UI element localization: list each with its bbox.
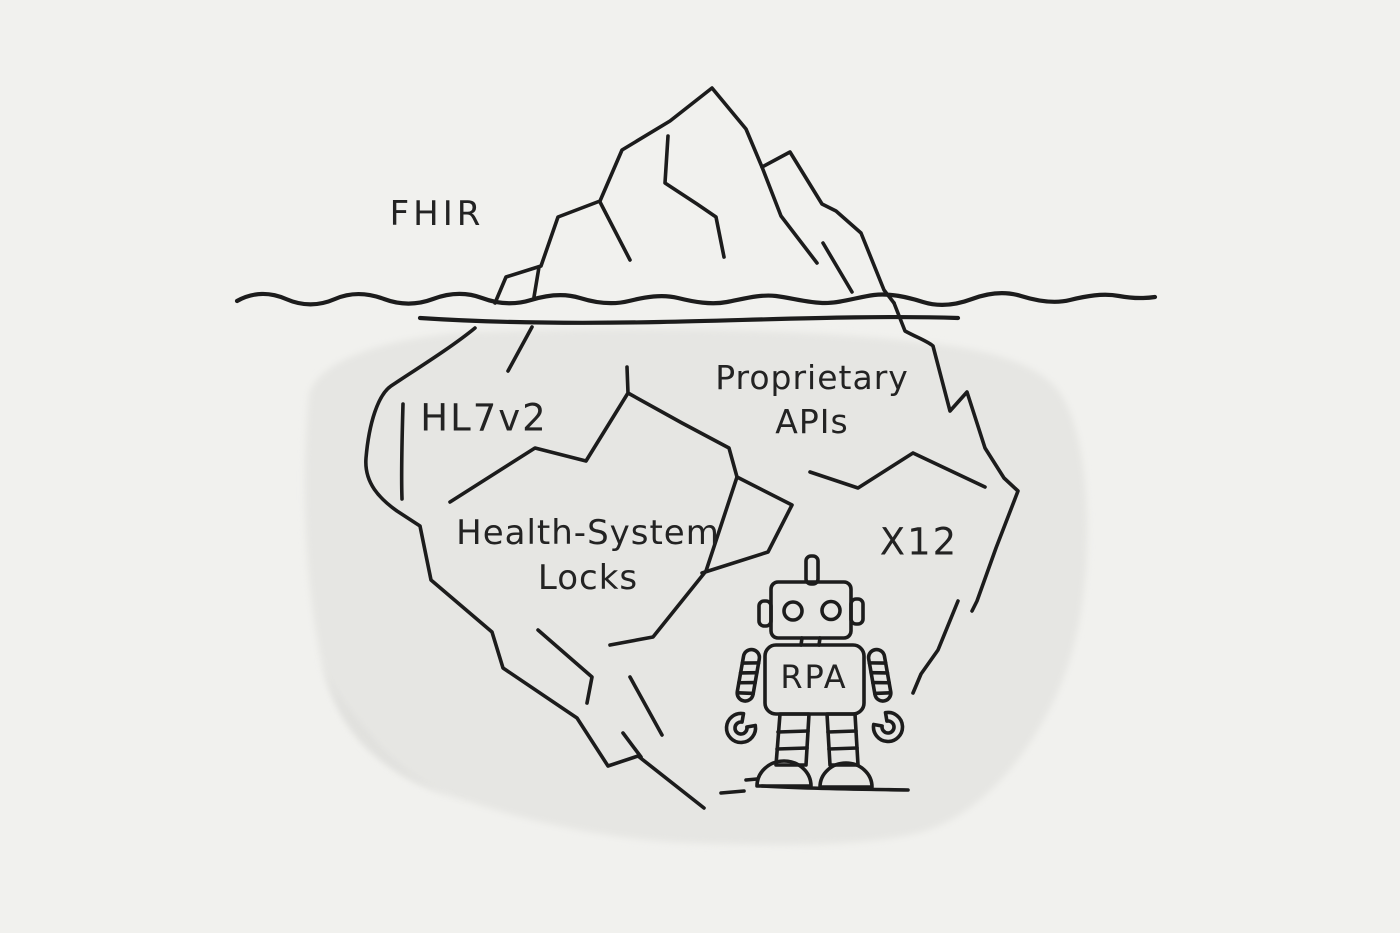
crack-bottom-1 [628, 675, 664, 737]
crack-under-tip [506, 325, 534, 373]
robot-foot-right [818, 761, 874, 789]
underwater-right-outline [892, 301, 1020, 613]
crack-hl7v2-tick [399, 402, 405, 501]
underwater-mass-shape [304, 328, 1088, 845]
health-system-locks-line1: Health-System [456, 513, 720, 553]
health-system-locks-label: Health-System Locks [456, 511, 720, 601]
underwater-mass [304, 328, 1088, 845]
tip-crack-2 [760, 165, 819, 265]
robot-arm-left [735, 647, 762, 703]
proprietary-apis-label: Proprietary APIs [715, 356, 909, 444]
ground-line [760, 784, 910, 792]
health-system-locks-line2: Locks [537, 558, 639, 598]
crack-below-locks [536, 628, 594, 705]
ground-dash-1 [744, 777, 759, 782]
rpa-chest-label: RPA [780, 658, 848, 696]
robot-leg-right-bands [826, 729, 859, 751]
robot-arm-right [866, 647, 893, 703]
robot-foot-left [755, 759, 813, 788]
proprietary-apis-line2: APIs [775, 402, 849, 441]
robot-ear-right [849, 597, 865, 626]
robot-eye-left [782, 600, 804, 622]
tip-crack-1 [663, 134, 726, 259]
underwater-left-outline [364, 326, 706, 810]
robot-claw-right [871, 710, 905, 744]
waterline [234, 291, 1158, 325]
robot-claw-left [724, 711, 758, 745]
robot-antenna [804, 554, 820, 586]
iceberg-tip [493, 86, 896, 305]
crack-bottom-2 [621, 731, 643, 759]
robot-leg-left-bands [775, 729, 810, 751]
underwater-outline [364, 301, 1020, 810]
proprietary-apis-line1: Proprietary [715, 358, 909, 397]
robot-eye-right [820, 599, 842, 622]
underwater-right-outline-lower [911, 599, 960, 695]
tip-crack-4 [598, 200, 632, 262]
tip-outline [493, 86, 896, 305]
robot-body [763, 643, 866, 716]
fhir-label: FHIR [389, 194, 485, 234]
tip-crack-3 [821, 241, 854, 294]
waterline-wavy-line [234, 291, 1158, 307]
ground-dash-2 [719, 789, 746, 795]
waterline-under-line [417, 314, 961, 325]
underwater-mass-shading [319, 650, 467, 801]
tip-ledge-stroke [532, 265, 541, 299]
hl7v2-label: HL7v2 [420, 396, 548, 440]
crack-robot-left [700, 475, 794, 575]
robot-ear-left [757, 599, 773, 628]
x12-label: X12 [879, 520, 959, 564]
robot [719, 554, 910, 795]
crack-x12-zigzag [808, 451, 987, 490]
